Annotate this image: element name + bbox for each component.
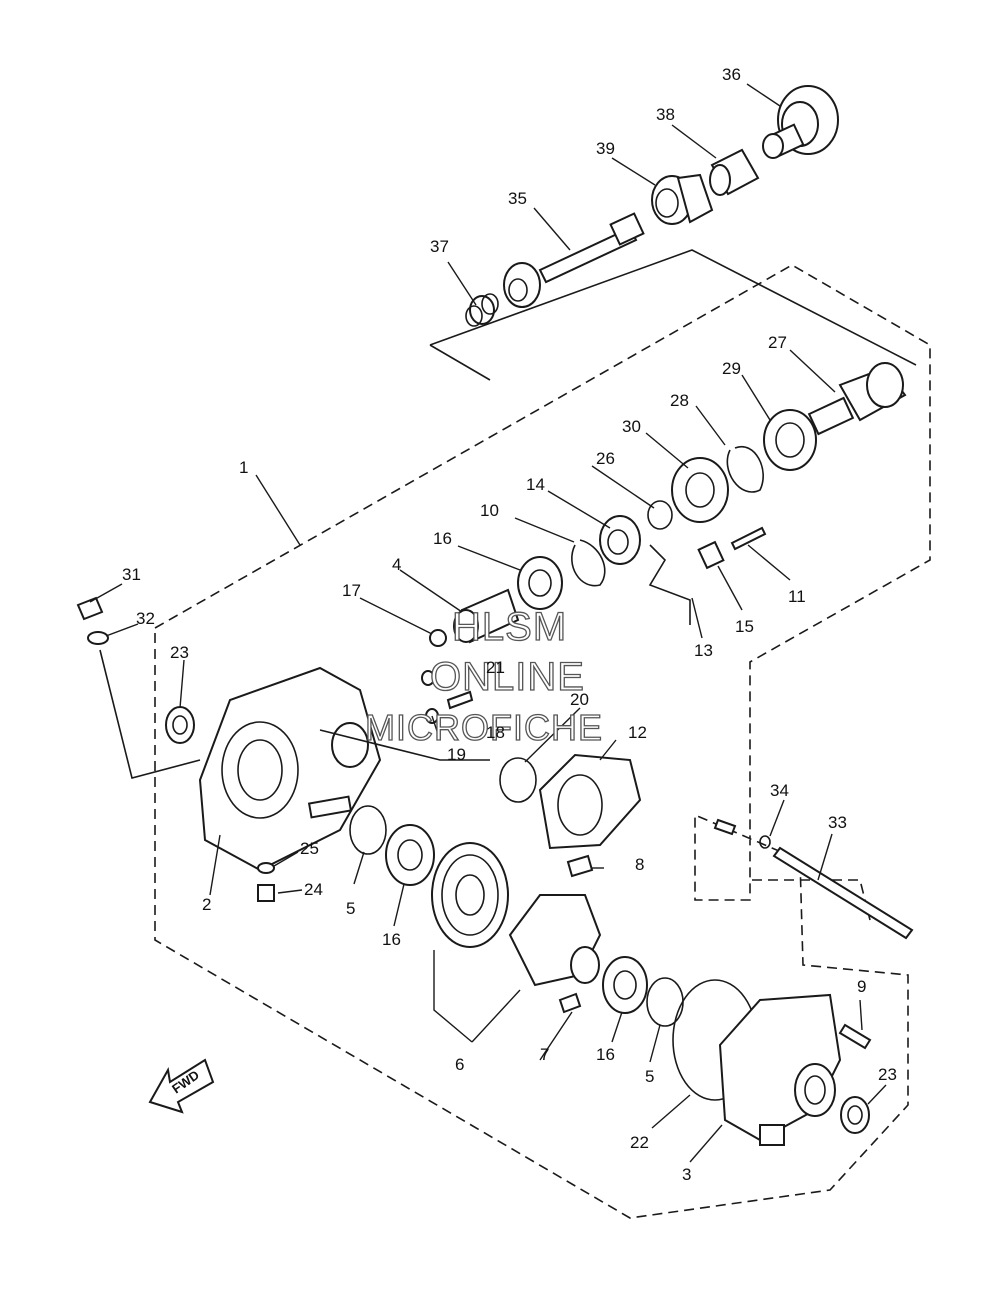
label-23-right: 23: [878, 1065, 897, 1084]
part-5-left: [349, 805, 387, 855]
label-33: 33: [828, 813, 847, 832]
part-23-right: [840, 1096, 870, 1134]
part-33: [772, 846, 914, 940]
part-17: [429, 629, 447, 647]
part-12: [538, 753, 642, 850]
vent-line: [319, 729, 490, 761]
label-37: 37: [430, 237, 449, 256]
label-21: 21: [486, 658, 505, 677]
part-13: [648, 544, 691, 625]
label-16-top: 16: [433, 529, 452, 548]
part-39: [651, 173, 714, 225]
label-32: 32: [136, 609, 155, 628]
part-10: [571, 539, 606, 587]
label-9: 9: [857, 977, 866, 996]
fwd-arrow: FWD: [148, 1058, 215, 1114]
part-28: [726, 445, 764, 493]
part-11: [730, 526, 767, 551]
label-18: 18: [486, 723, 505, 742]
label-16-right: 16: [596, 1045, 615, 1064]
label-5-right: 5: [645, 1067, 654, 1086]
label-13: 13: [694, 641, 713, 660]
part-31: [76, 596, 104, 621]
part-7: [558, 992, 582, 1014]
part-8: [566, 854, 594, 878]
label-27: 27: [768, 333, 787, 352]
label-14: 14: [526, 475, 545, 494]
part-30: [671, 457, 729, 523]
part-20: [499, 757, 537, 803]
label-5-left: 5: [346, 899, 355, 918]
part-9: [838, 1023, 872, 1050]
label-6: 6: [455, 1055, 464, 1074]
part-25: [257, 862, 275, 874]
label-28: 28: [670, 391, 689, 410]
label-25: 25: [300, 839, 319, 858]
part-38: [709, 148, 760, 196]
label-20: 20: [570, 690, 589, 709]
label-35: 35: [508, 189, 527, 208]
label-3: 3: [682, 1165, 691, 1184]
label-1: 1: [239, 458, 248, 477]
part-21: [421, 670, 435, 686]
shaft-group-boundary: [429, 249, 917, 381]
part-3-housing: [718, 993, 842, 1146]
label-19: 19: [447, 745, 466, 764]
part-35: [503, 212, 645, 308]
label-15: 15: [735, 617, 754, 636]
label-38: 38: [656, 105, 675, 124]
part-number-labels: 1 2 3 4 5 5 6 7 8 9 10 11 12 13 14 15 16…: [122, 65, 897, 1184]
watermark: HLSM ONLINE MICROFICHE: [364, 604, 603, 748]
part-26: [647, 500, 673, 530]
part-18: [446, 690, 474, 710]
label-11: 11: [788, 587, 806, 606]
part-5-right: [646, 977, 684, 1027]
label-31: 31: [122, 565, 141, 584]
part-32: [87, 631, 109, 645]
drain-line: [99, 649, 201, 779]
label-17: 17: [342, 581, 361, 600]
part-37: [465, 293, 499, 327]
part-29: [763, 409, 817, 471]
label-29: 29: [722, 359, 741, 378]
callout-lines: [89, 83, 887, 1163]
label-12: 12: [628, 723, 647, 742]
part-2-housing: [198, 666, 382, 872]
part-diff-case: [508, 894, 602, 987]
part-16-upper: [517, 556, 563, 610]
label-30: 30: [622, 417, 641, 436]
part-36: [762, 85, 839, 159]
watermark-line-3: MICROFICHE: [365, 707, 603, 748]
part-23-left: [165, 706, 195, 744]
label-22: 22: [630, 1133, 649, 1152]
watermark-line-1: HLSM: [452, 605, 567, 649]
label-16-left: 16: [382, 930, 401, 949]
part-15: [697, 540, 725, 570]
part-14: [599, 515, 641, 565]
label-39: 39: [596, 139, 615, 158]
label-4: 4: [392, 555, 401, 574]
part-34: [713, 818, 771, 849]
label-7: 7: [540, 1045, 549, 1064]
part-27: [807, 362, 907, 436]
label-2: 2: [202, 895, 211, 914]
label-26: 26: [596, 449, 615, 468]
part-ring-gear: [431, 842, 509, 948]
watermark-line-2: ONLINE: [430, 655, 585, 699]
part-16-left: [385, 824, 435, 886]
label-36: 36: [722, 65, 741, 84]
label-24: 24: [304, 880, 323, 899]
housing-boundary: [154, 264, 931, 1219]
part-24: [257, 884, 275, 902]
part-4: [453, 588, 520, 644]
label-23-left: 23: [170, 643, 189, 662]
part-16-right: [602, 956, 648, 1014]
label-8: 8: [635, 855, 644, 874]
label-34: 34: [770, 781, 789, 800]
label-10: 10: [480, 501, 499, 520]
